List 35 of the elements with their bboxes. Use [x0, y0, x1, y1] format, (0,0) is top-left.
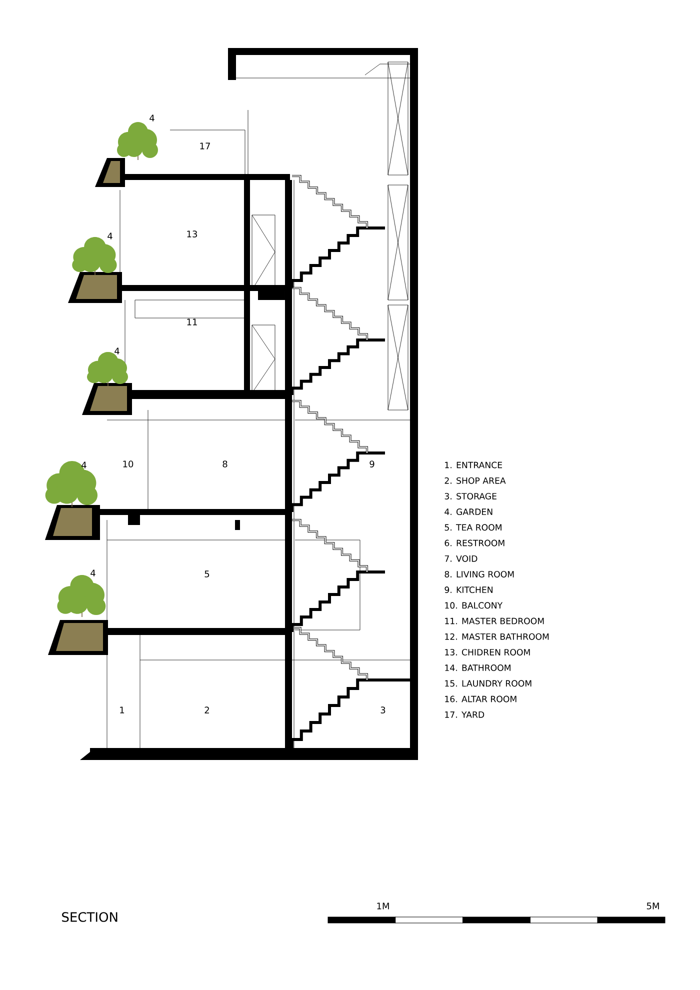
legend-entry: 6. RESTROOM: [444, 540, 504, 546]
legend-entry: 7. VOID: [444, 555, 478, 562]
legend-entry: 12. MASTER BATHROOM: [445, 633, 549, 640]
room-number: 4: [108, 232, 112, 240]
legend-entry: 11. MASTER BEDROOM: [445, 618, 544, 624]
room-number: 10: [123, 460, 134, 468]
room-number: 4: [150, 114, 154, 122]
legend-entry: 13. CHIDREN ROOM: [445, 648, 530, 656]
legend-entry: 2. SHOP AREA: [444, 477, 506, 484]
section-title: SECTION: [62, 912, 118, 922]
legend-entry: 8. LIVING ROOM: [444, 570, 514, 578]
legend-entry: 17. YARD: [445, 711, 484, 718]
legend-entry: 1. ENTRANCE: [445, 462, 502, 468]
room-number: 4: [114, 348, 120, 354]
legend-entry: 3. STORAGE: [444, 492, 496, 500]
room-number: 2: [204, 706, 209, 714]
legend-entry: 14. BATHROOM: [445, 664, 510, 672]
room-number: 9: [370, 460, 374, 468]
room-number: 8: [222, 460, 228, 468]
legend-entry: 9. KITCHEN: [444, 586, 492, 594]
room-number: 17: [200, 142, 210, 150]
legend-entry: 5. TEA ROOM: [444, 524, 502, 531]
room-number: 4: [90, 570, 96, 576]
legend-entry: 10. BALCONY: [445, 602, 503, 609]
room-number: 4: [82, 462, 86, 468]
room-number: 11: [187, 318, 197, 326]
room-number: 1: [120, 706, 124, 714]
room-number: 5: [204, 570, 210, 578]
legend-entry: 15. LAUNDRY ROOM: [445, 680, 532, 687]
scale-label: 5M: [646, 902, 659, 910]
legend-entry: 4. GARDEN: [444, 508, 492, 516]
legend-entry: 16. ALTAR ROOM: [445, 696, 516, 702]
scale-label: 1M: [377, 902, 389, 910]
room-number: 3: [380, 706, 386, 714]
room-number: 13: [187, 230, 197, 238]
